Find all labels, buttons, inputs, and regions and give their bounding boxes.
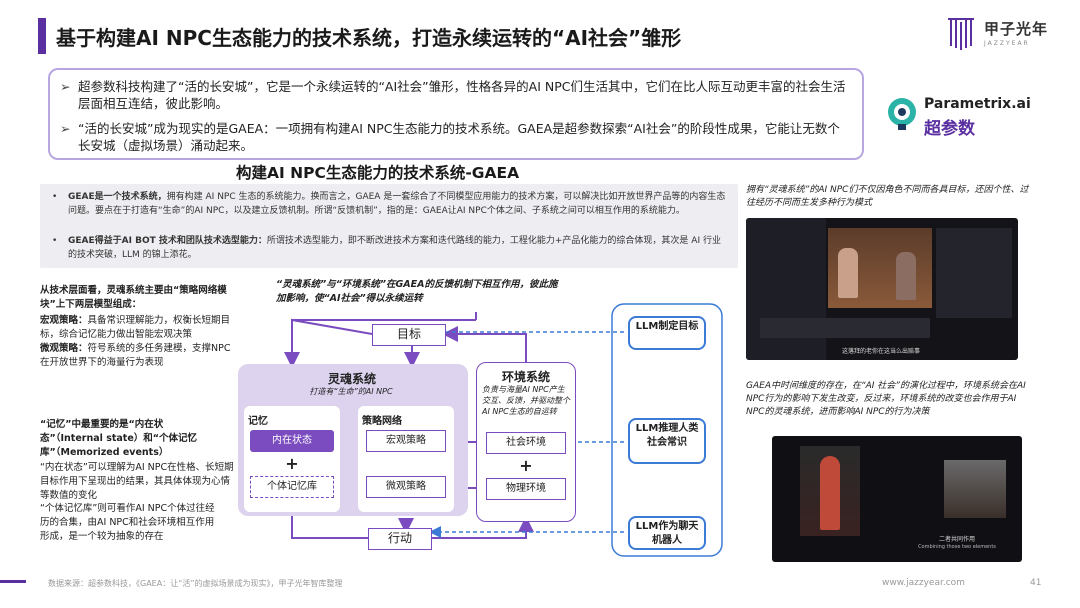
llm-goal-box: LLM制定目标 xyxy=(628,316,706,350)
brand-subtitle: JAZZYEAR xyxy=(984,40,1030,47)
screenshot-subtitle-en: Combining those two elements xyxy=(918,544,996,550)
footer-accent-bar xyxy=(0,580,26,583)
game-screenshot-image: 二者共同作用 Combining those two elements xyxy=(772,436,1022,562)
footer-source: 数据来源：超参数科技，《GAEA：让“活”的虚拟场景成为现实》，甲子光年智库整理 xyxy=(48,579,343,588)
screenshot-caption: GAEA中时间维度的存在，在“AI 社会”的演化过程中，环境系统会在AI NPC… xyxy=(746,381,1026,417)
intro-box: ➢ 超参数科技构建了“活的长安城”，它是一个永续运转的“AI社会”雏形，性格各异… xyxy=(48,68,864,160)
left-paragraph: 微观策略：符号系统的多任务建模，支撑NPC在开放世界下的海量行为表现 xyxy=(40,343,231,368)
goal-box: 目标 xyxy=(372,324,446,346)
brand-name: 甲子光年 xyxy=(984,20,1049,38)
llm-chatbot-box: LLM作为聊天机器人 xyxy=(628,516,706,550)
jazzyear-logo-icon xyxy=(948,18,974,50)
soul-system-subtitle: 打造有“生命”的AI NPC xyxy=(309,387,393,396)
screenshot-caption: 拥有“灵魂系统”的AI NPC们不仅因角色不同而各具目标，还因个性、过往经历不同… xyxy=(746,185,1029,208)
plus-sign: + xyxy=(285,454,299,473)
screenshot-subtitle: 二者共同作用 xyxy=(938,536,975,543)
memory-label: 记忆 xyxy=(248,416,268,427)
game-screenshot-image: 这落拜的老你在这当么出赔事 xyxy=(746,218,1018,360)
left-paragraph: “个体记忆库”则可看作AI NPC个体过往经历的合集，由AI NPC和社会环境相… xyxy=(40,503,215,542)
physical-env-box: 物理环境 xyxy=(486,478,566,500)
gaea-description-box: • GEAE是一个技术系统，拥有构建 AI NPC 生态的系统能力。换而言之，G… xyxy=(40,184,738,268)
left-paragraph: 从技术层面看，灵魂系统主要由“策略网络模块”上下两层模型组成： xyxy=(40,285,227,310)
env-system-subtitle: 负责与海量AI NPC产生交互、反馈，并驱动整个AI NPC生态的自运转 xyxy=(482,385,570,416)
left-paragraph: 宏观策略：具备常识理解能力，权衡长短期目标，综合记忆能力做出智能宏观决策 xyxy=(40,315,231,340)
arrow-bullet-icon: ➢ xyxy=(60,79,71,94)
page-number: 41 xyxy=(1030,578,1042,588)
screenshot-subtitle: 这落拜的老你在这当么出赔事 xyxy=(841,348,920,355)
intro-item: ➢ 超参数科技构建了“活的长安城”，它是一个永续运转的“AI社会”雏形，性格各异… xyxy=(60,79,846,111)
parametrix-logo-icon xyxy=(888,98,916,130)
footer-url: www.jazzyear.com xyxy=(882,578,965,588)
inner-state-box: 内在状态 xyxy=(250,430,334,452)
social-env-box: 社会环境 xyxy=(486,432,566,454)
page-title: 基于构建AI NPC生态能力的技术系统，打造永续运转的“AI社会”雏形 xyxy=(56,26,682,50)
section-title: 构建AI NPC生态能力的技术系统-GAEA xyxy=(236,164,520,182)
diagram-note: “灵魂系统”与“环境系统”在GAEA的反馈机制下相互作用，彼此施加影响，使“AI… xyxy=(276,279,558,304)
llm-reasoning-box: LLM推理人类社会常识 xyxy=(628,418,706,464)
micro-strategy-box: 微观策略 xyxy=(366,476,446,498)
left-paragraph: “内在状态”可以理解为AI NPC在性格、长短期目标作用下呈现出的结果，其具体体… xyxy=(40,462,234,501)
arrow-bullet-icon: ➢ xyxy=(60,121,71,136)
macro-strategy-box: 宏观策略 xyxy=(366,430,446,452)
gaea-item: • GEAE是一个技术系统，拥有构建 AI NPC 生态的系统能力。换而言之，G… xyxy=(52,192,726,216)
gaea-item: • GEAE得益于AI BOT 技术和团队技术选型能力：所谓技术选型能力，即不断… xyxy=(52,236,721,260)
gaea-diagram: “灵魂系统”与“环境系统”在GAEA的反馈机制下相互作用，彼此施加影响，使“AI… xyxy=(236,270,736,570)
bullet-icon: • xyxy=(52,192,58,202)
env-system-panel xyxy=(476,362,576,522)
intro-item: ➢ “活的长安城”成为现实的是GAEA：一项拥有构建AI NPC生态能力的技术系… xyxy=(60,121,840,153)
soul-system-title: 灵魂系统 xyxy=(327,372,376,386)
strategy-network-label: 策略网络 xyxy=(362,416,402,427)
bullet-icon: • xyxy=(52,236,58,246)
memory-bank-box: 个体记忆库 xyxy=(250,476,334,498)
title-accent-bar xyxy=(38,18,46,54)
plus-sign: + xyxy=(519,456,533,475)
parametrix-cn-name: 超参数 xyxy=(924,119,975,139)
env-system-title: 环境系统 xyxy=(501,370,550,384)
brand-logo-group: 甲子光年 JAZZYEAR xyxy=(948,14,1058,58)
action-box: 行动 xyxy=(368,528,432,550)
left-paragraph: “记忆”中最重要的是“内在状态”（Internal state）和“个体记忆库”… xyxy=(40,419,198,458)
parametrix-logo-group: Parametrix.ai 超参数 xyxy=(884,92,1044,139)
parametrix-name: Parametrix.ai xyxy=(924,96,1031,112)
